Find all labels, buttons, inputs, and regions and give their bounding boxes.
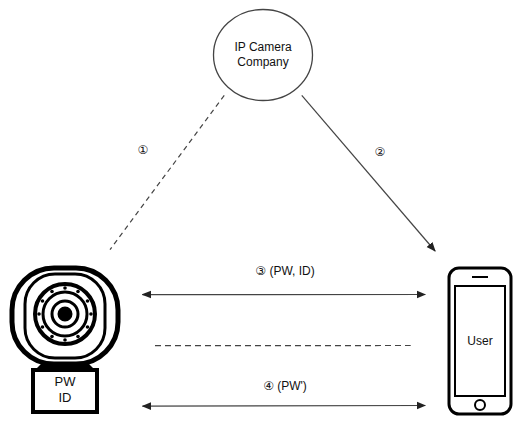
text-holder: User: [455, 286, 505, 396]
company-ellipse: IP Camera Company: [212, 8, 314, 102]
phone-illustration: [449, 268, 511, 414]
node-text: User: [467, 334, 492, 349]
edge-label: ①: [135, 143, 152, 157]
text-holder: IP Camera Company: [212, 8, 314, 102]
edge-label: ③ (PW, ID): [252, 264, 317, 278]
text-holder: PW ID: [33, 370, 97, 410]
arrow-connector: [302, 95, 435, 251]
ip-camera: PW ID: [5, 262, 130, 417]
arrow-connector: [143, 294, 426, 295]
camera-illustration: [12, 268, 118, 412]
ellipse-outline: [214, 10, 313, 101]
node-text: PW ID: [48, 374, 82, 407]
dashed-connector: [155, 345, 411, 346]
user-phone: User: [447, 266, 513, 416]
dashed-connector: [110, 95, 224, 249]
edge-label: ④ (PW'): [260, 379, 310, 393]
node-text: IP Camera Company: [228, 40, 298, 70]
arrow-connector: [143, 405, 426, 407]
edge-label: ②: [372, 145, 389, 159]
